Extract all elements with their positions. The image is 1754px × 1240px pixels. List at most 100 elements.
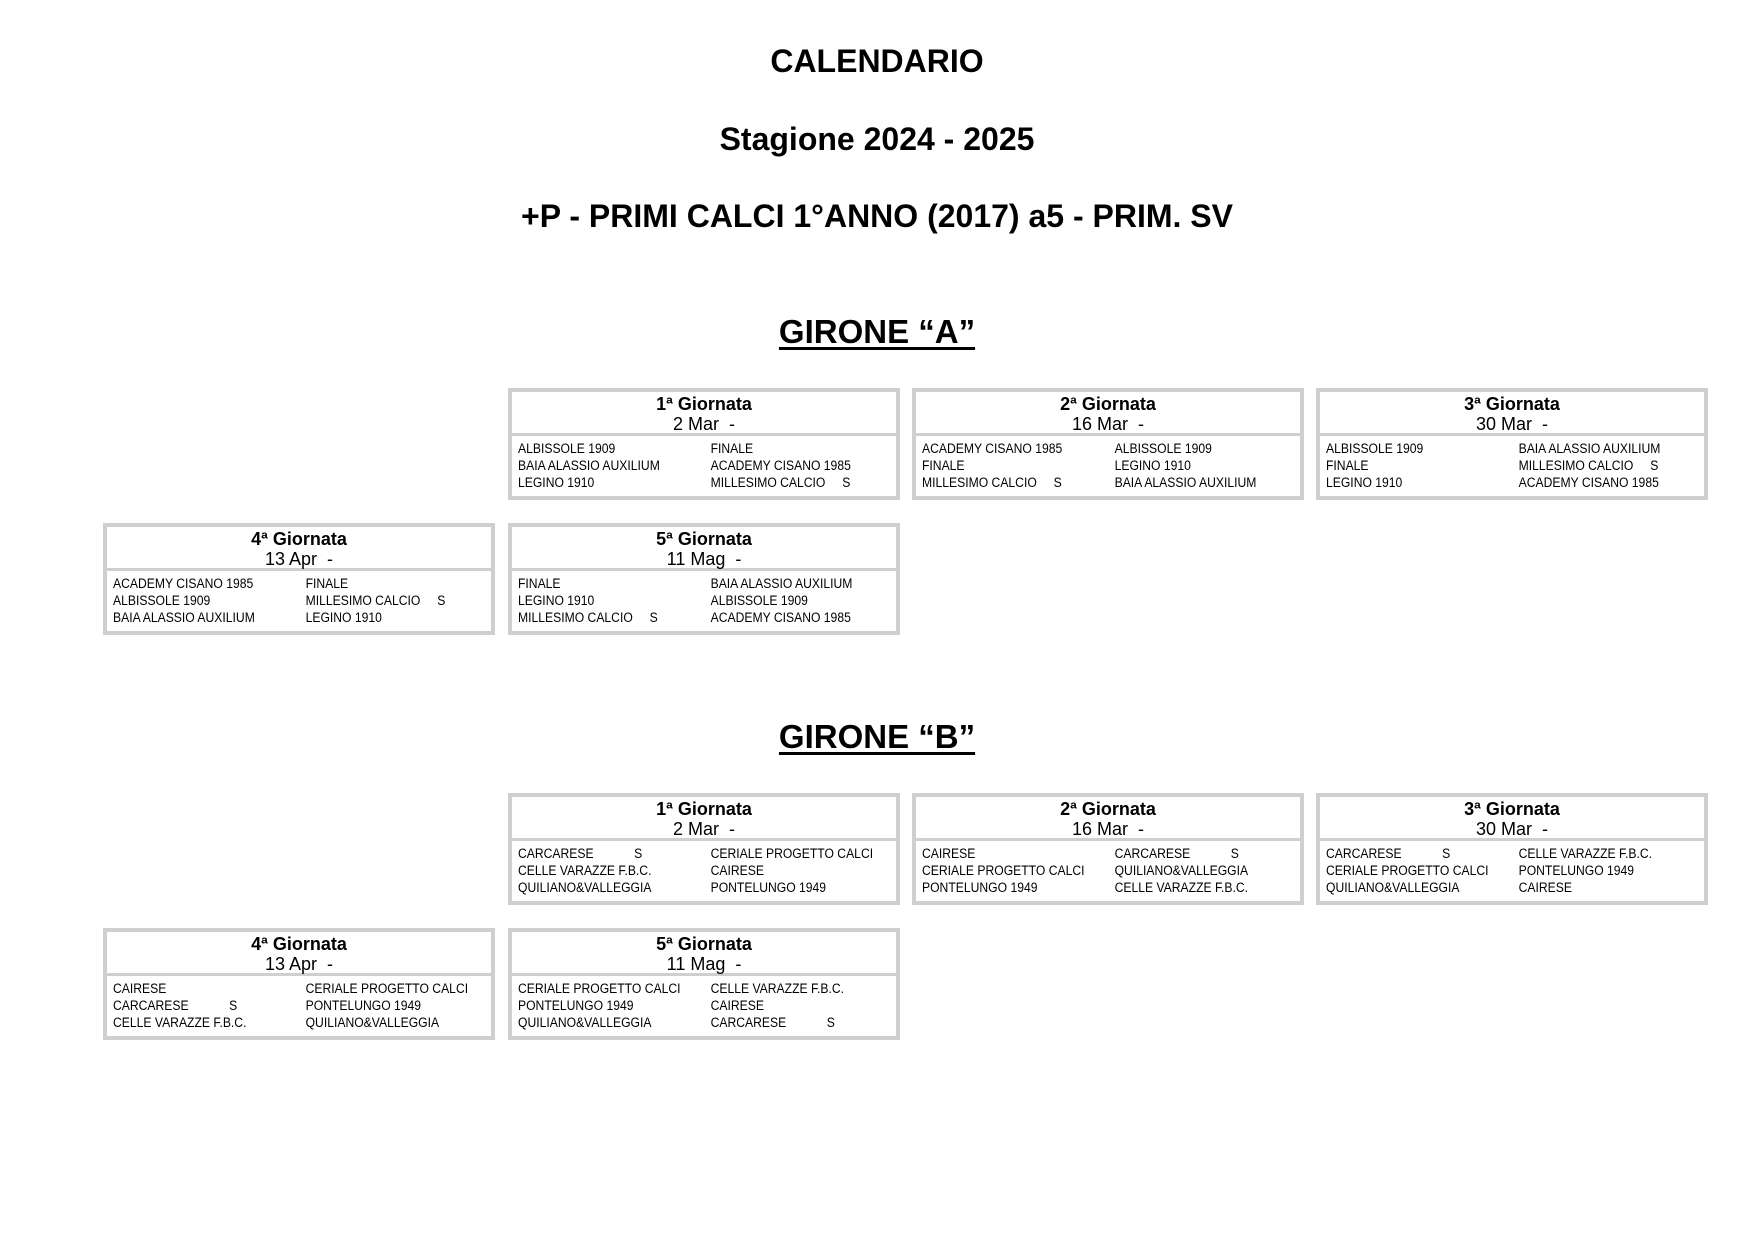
home-team: CAIRESE [113,981,167,996]
home-team: CERIALE PROGETTO CALCI [1326,863,1489,878]
girone-a-title: GIRONE “A” [778,313,976,350]
match-row: FINALE MILLESIMO CALCIO S [1326,457,1704,474]
home-team: ALBISSOLE 1909 [113,593,211,608]
home-team: QUILIANO&VALLEGGIA [518,1015,652,1030]
away-team: PONTELUNGO 1949 [1518,863,1635,878]
home-team: LEGINO 1910 [1326,475,1403,490]
giornata-title: 5ª Giornata [656,529,752,549]
away-team: CAIRESE [1518,880,1572,895]
home-team: ACADEMY CISANO 1985 [113,576,254,591]
giornata-date: 30 Mar - [1475,819,1549,839]
away-team: MILLESIMO CALCIO S [1518,458,1659,473]
away-team: CAIRESE [710,863,764,878]
away-team: CELLE VARAZZE F.B.C. [1114,880,1249,895]
away-team: MILLESIMO CALCIO S [710,475,851,490]
home-team: PONTELUNGO 1949 [922,880,1038,895]
away-team: QUILIANO&VALLEGGIA [305,1015,440,1030]
away-team: LEGINO 1910 [305,610,382,625]
home-team: LEGINO 1910 [518,593,595,608]
match-row: ALBISSOLE 1909 MILLESIMO CALCIO S [113,592,491,609]
match-row: CELLE VARAZZE F.B.C. QUILIANO&VALLEGGIA [113,1014,491,1031]
match-row: ACADEMY CISANO 1985 FINALE [113,575,491,592]
match-row: ALBISSOLE 1909 BAIA ALASSIO AUXILIUM [1326,440,1704,457]
home-team: CERIALE PROGETTO CALCI [518,981,681,996]
away-team: FINALE [710,441,754,456]
home-team: FINALE [1326,458,1369,473]
giornata-title: 1ª Giornata [656,799,752,819]
home-team: ALBISSOLE 1909 [518,441,616,456]
giornata-date: 13 Apr - [264,954,334,974]
home-team: CELLE VARAZZE F.B.C. [518,863,652,878]
home-team: FINALE [922,458,965,473]
giornata-date: 11 Mag - [666,954,742,974]
home-team: QUILIANO&VALLEGGIA [1326,880,1460,895]
home-team: MILLESIMO CALCIO S [922,475,1062,490]
away-team: ALBISSOLE 1909 [1114,441,1212,456]
away-team: LEGINO 1910 [1114,458,1191,473]
giornata-date: 30 Mar - [1475,414,1549,434]
match-row: CAIRESE CARCARESE S [922,845,1300,862]
match-row: ALBISSOLE 1909 FINALE [518,440,896,457]
away-team: CERIALE PROGETTO CALCI [305,981,469,996]
document-title: CALENDARIO [770,43,984,79]
home-team: CELLE VARAZZE F.B.C. [113,1015,247,1030]
giornata-date: 11 Mag - [666,549,742,569]
match-row: LEGINO 1910 ALBISSOLE 1909 [518,592,896,609]
home-team: CAIRESE [922,846,976,861]
giornata-title: 3ª Giornata [1464,394,1560,414]
giornata-date: 2 Mar - [672,819,735,839]
giornata-date: 16 Mar - [1071,819,1145,839]
away-team: MILLESIMO CALCIO S [305,593,446,608]
home-team: PONTELUNGO 1949 [518,998,634,1013]
away-team: PONTELUNGO 1949 [710,880,827,895]
match-row: PONTELUNGO 1949 CELLE VARAZZE F.B.C. [922,879,1300,896]
home-team: BAIA ALASSIO AUXILIUM [113,610,255,625]
giornata-title: 3ª Giornata [1464,799,1560,819]
category-title: +P - PRIMI CALCI 1°ANNO (2017) a5 - PRIM… [521,198,1233,234]
home-team: CARCARESE S [1326,846,1451,861]
home-team: ACADEMY CISANO 1985 [922,441,1063,456]
away-team: CARCARESE S [1114,846,1239,861]
match-row: CELLE VARAZZE F.B.C. CAIRESE [518,862,896,879]
home-team: BAIA ALASSIO AUXILIUM [518,458,660,473]
home-team: CARCARESE S [113,998,238,1013]
away-team: BAIA ALASSIO AUXILIUM [1518,441,1661,456]
away-team: ALBISSOLE 1909 [710,593,808,608]
away-team: BAIA ALASSIO AUXILIUM [710,576,853,591]
home-team: ALBISSOLE 1909 [1326,441,1424,456]
away-team: FINALE [305,576,349,591]
match-row: ACADEMY CISANO 1985 ALBISSOLE 1909 [922,440,1300,457]
giornata-title: 1ª Giornata [656,394,752,414]
giornata-title: 4ª Giornata [251,529,347,549]
giornata-date: 13 Apr - [264,549,334,569]
